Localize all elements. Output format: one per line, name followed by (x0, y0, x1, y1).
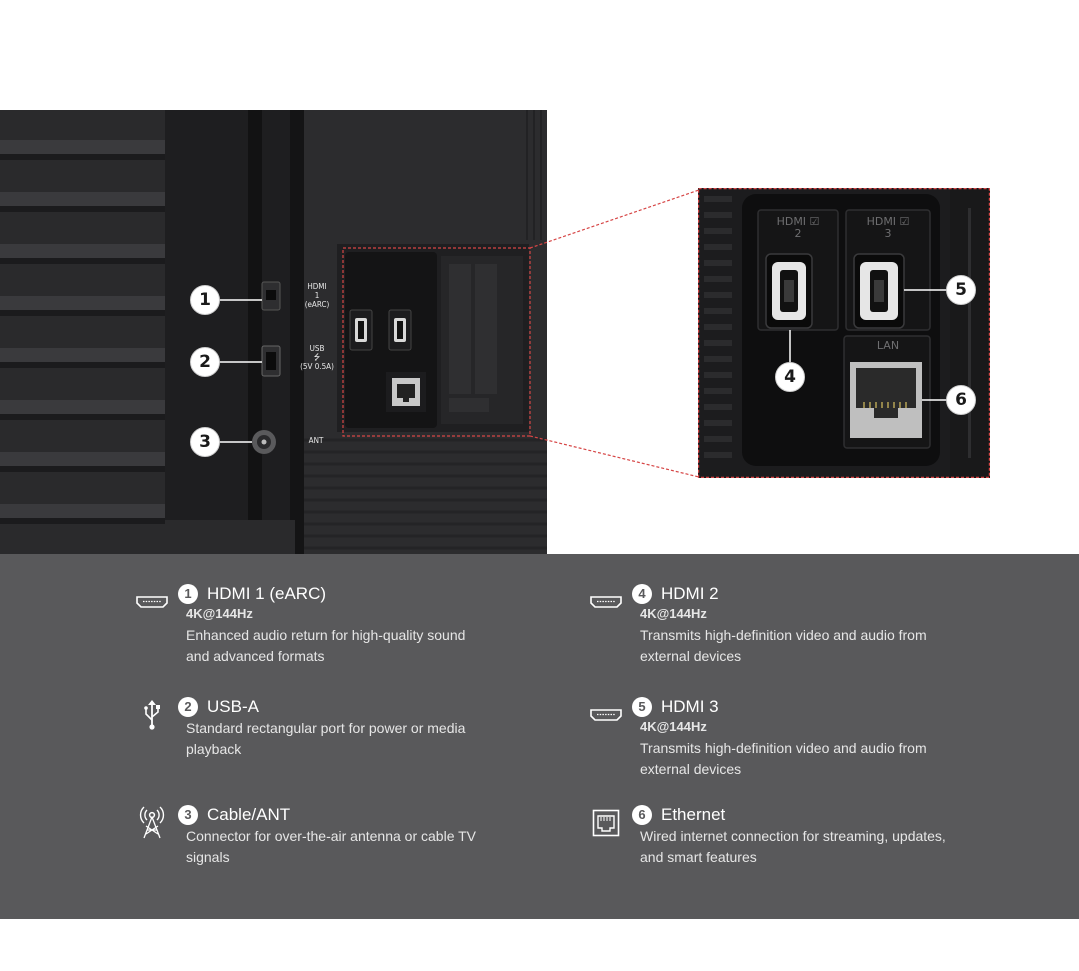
feature-description: Wired internet connection for streaming,… (640, 828, 946, 865)
tv-back-photo: HDMI 1 (eARC) USB ⭍ (5V 0.5A) ANT 1 2 3 (0, 110, 547, 554)
feature-number: 3 (178, 805, 198, 825)
feature-title: HDMI 3 (661, 697, 719, 716)
feature-number: 1 (178, 584, 198, 604)
callout-3: 3 (190, 427, 220, 457)
usb-port-label: USB ⭍ (5V 0.5A) (298, 344, 336, 371)
callout-4: 4 (775, 362, 805, 392)
tv-back-illustration (0, 110, 547, 554)
feature-spec: 4K@144Hz (640, 606, 707, 621)
antenna-icon (134, 805, 170, 841)
usb-icon (134, 697, 170, 733)
hdmi1-port-label: HDMI 1 (eARC) (304, 282, 330, 309)
hdmi-icon (134, 584, 170, 620)
ethernet-icon (588, 805, 624, 841)
usb-icon: ⭍ (313, 353, 321, 362)
port-info-panel: 1 HDMI 1 (eARC) 4K@144Hz Enhanced audio … (0, 554, 1079, 919)
feature-title: USB-A (207, 697, 259, 716)
callout-5: 5 (946, 275, 976, 305)
feature-spec: 4K@144Hz (640, 719, 707, 734)
feature-title: HDMI 1 (eARC) (207, 584, 327, 603)
feature-title: HDMI 2 (661, 584, 719, 603)
feature-number: 4 (632, 584, 652, 604)
zoomed-port-panel: HDMI ☑ 2 HDMI ☑ 3 LAN 4 5 6 (698, 188, 990, 478)
callout-2: 2 (190, 347, 220, 377)
feature-number: 6 (632, 805, 652, 825)
feature-title: Ethernet (661, 805, 726, 824)
feature-description: Transmits high-definition video and audi… (640, 740, 927, 777)
callout-6: 6 (946, 385, 976, 415)
feature-spec: 4K@144Hz (186, 606, 253, 621)
zoom-illustration (698, 188, 990, 478)
hdmi2-zoom-label: HDMI ☑ 2 (776, 215, 820, 240)
hdmi-icon (588, 697, 624, 733)
lan-zoom-label: LAN (876, 339, 900, 352)
feature-description: Connector for over-the-air antenna or ca… (186, 828, 477, 865)
hdmi3-zoom-label: HDMI ☑ 3 (866, 215, 910, 240)
callout-1: 1 (190, 285, 220, 315)
feature-title: Cable/ANT (207, 805, 291, 824)
feature-description: Transmits high-definition video and audi… (640, 627, 927, 664)
feature-number: 5 (632, 697, 652, 717)
hdmi-icon (588, 584, 624, 620)
feature-description: Standard rectangular port for power or m… (186, 720, 466, 757)
ant-port-label: ANT (308, 436, 324, 445)
feature-description: Enhanced audio return for high-quality s… (186, 627, 466, 664)
feature-number: 2 (178, 697, 198, 717)
